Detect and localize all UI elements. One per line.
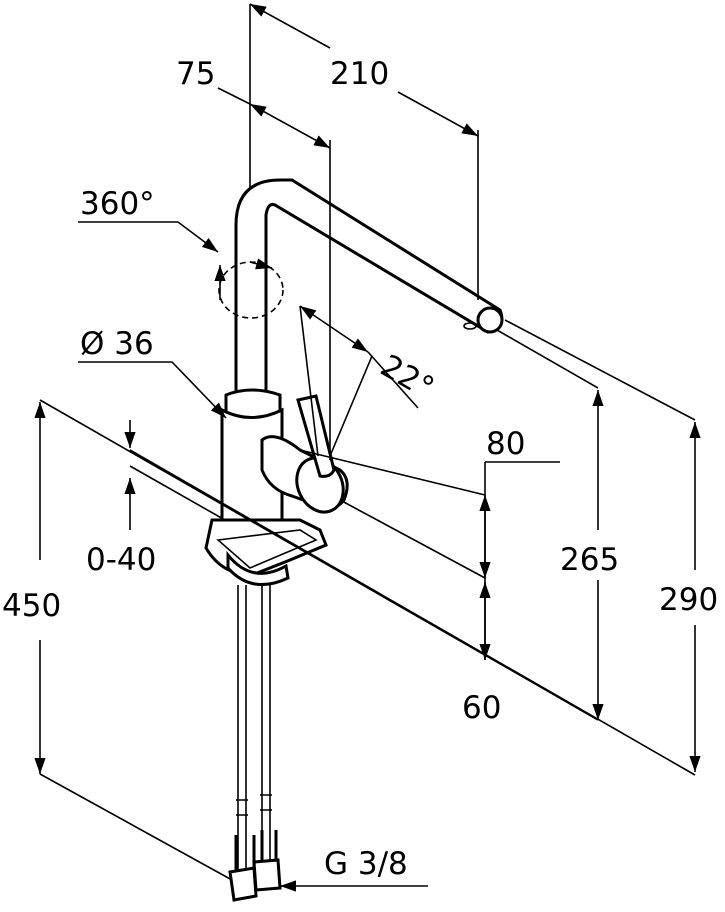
dim-22-label: 22°: [374, 348, 440, 407]
dim-75-label: 75: [176, 56, 215, 92]
dim-60-label: 60: [462, 690, 501, 726]
hose-left: [237, 585, 247, 870]
dim-360-label: 360°: [80, 186, 155, 222]
dim-80-label: 80: [486, 426, 525, 462]
dim-0-40-label: 0-40: [86, 542, 156, 578]
dim-g38-label: G 3/8: [324, 846, 408, 882]
faucet-outline: [204, 178, 504, 902]
dimension-labels: 210 75 360° Ø 36 22° 80 60 265 290 450 0…: [2, 56, 718, 882]
hose-right: [261, 585, 271, 860]
dim-290-label: 290: [659, 582, 718, 618]
dim-210-label: 210: [330, 56, 389, 92]
dim-450-label: 450: [2, 588, 61, 624]
dim-diameter-label: Ø 36: [80, 326, 154, 362]
hose-connector-g38: [228, 866, 258, 902]
dim-265-label: 265: [560, 542, 619, 578]
dimension-lines: [34, 3, 701, 892]
spout-outlet: [476, 306, 504, 334]
